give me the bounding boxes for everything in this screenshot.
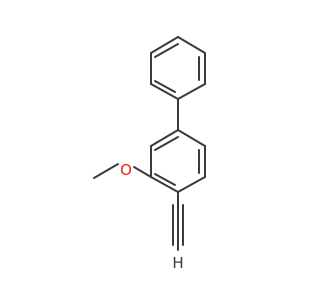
bond [177,129,206,147]
bond [154,43,179,58]
bond [177,176,206,193]
molecule-structure: O H [93,36,206,272]
bond [177,36,206,54]
bond [133,166,152,178]
oxygen-atom-label: O [120,161,132,179]
atom-labels: O H [120,161,184,272]
bond [93,163,119,179]
bond [150,176,179,193]
hydrogen-atom-label: H [172,254,183,272]
bond [154,173,176,186]
bond [150,83,179,100]
bonds [93,36,206,251]
bond [154,136,179,151]
bond [154,80,176,93]
bond [150,36,179,54]
bond [150,129,179,147]
bond [177,83,206,100]
